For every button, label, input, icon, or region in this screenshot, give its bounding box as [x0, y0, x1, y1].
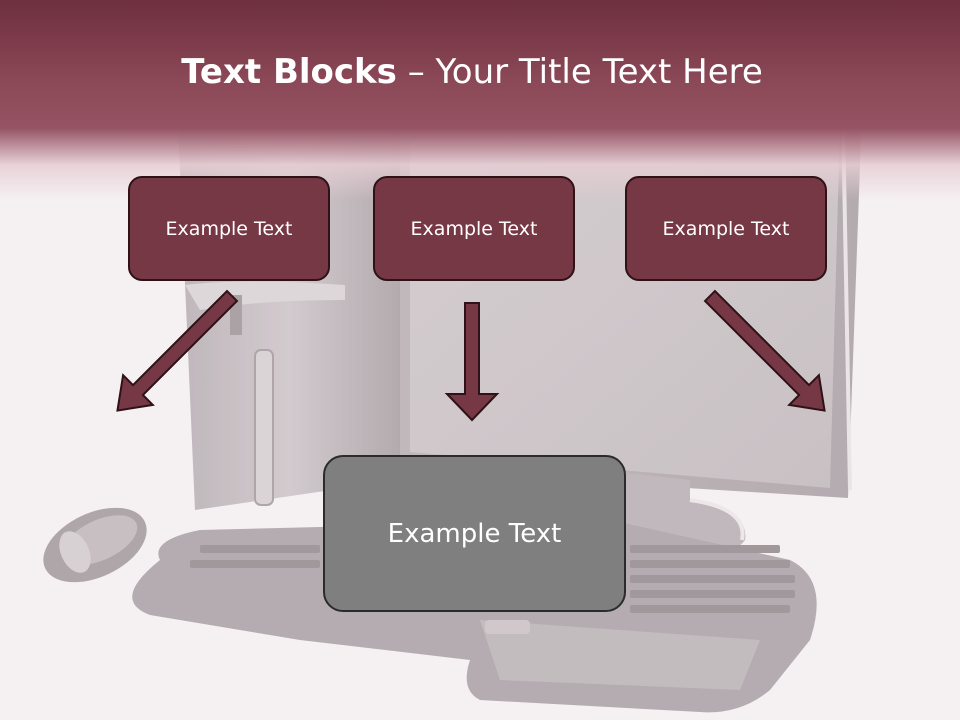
- slide-title: Text Blocks – Your Title Text Here: [0, 52, 944, 92]
- text-block-center[interactable]: Example Text: [373, 176, 575, 281]
- text-block-right[interactable]: Example Text: [625, 176, 827, 281]
- header-band: [0, 0, 960, 200]
- text-block-left[interactable]: Example Text: [128, 176, 330, 281]
- title-rest: Your Title Text Here: [435, 52, 763, 92]
- text-block-right-label: Example Text: [662, 217, 790, 240]
- text-block-main[interactable]: Example Text: [323, 455, 626, 612]
- text-block-main-label: Example Text: [387, 518, 562, 549]
- keyboard: [132, 520, 817, 713]
- title-bold: Text Blocks: [181, 52, 397, 92]
- title-dash: –: [396, 52, 436, 92]
- text-block-left-label: Example Text: [165, 217, 293, 240]
- text-block-center-label: Example Text: [410, 217, 538, 240]
- mouse: [43, 507, 147, 583]
